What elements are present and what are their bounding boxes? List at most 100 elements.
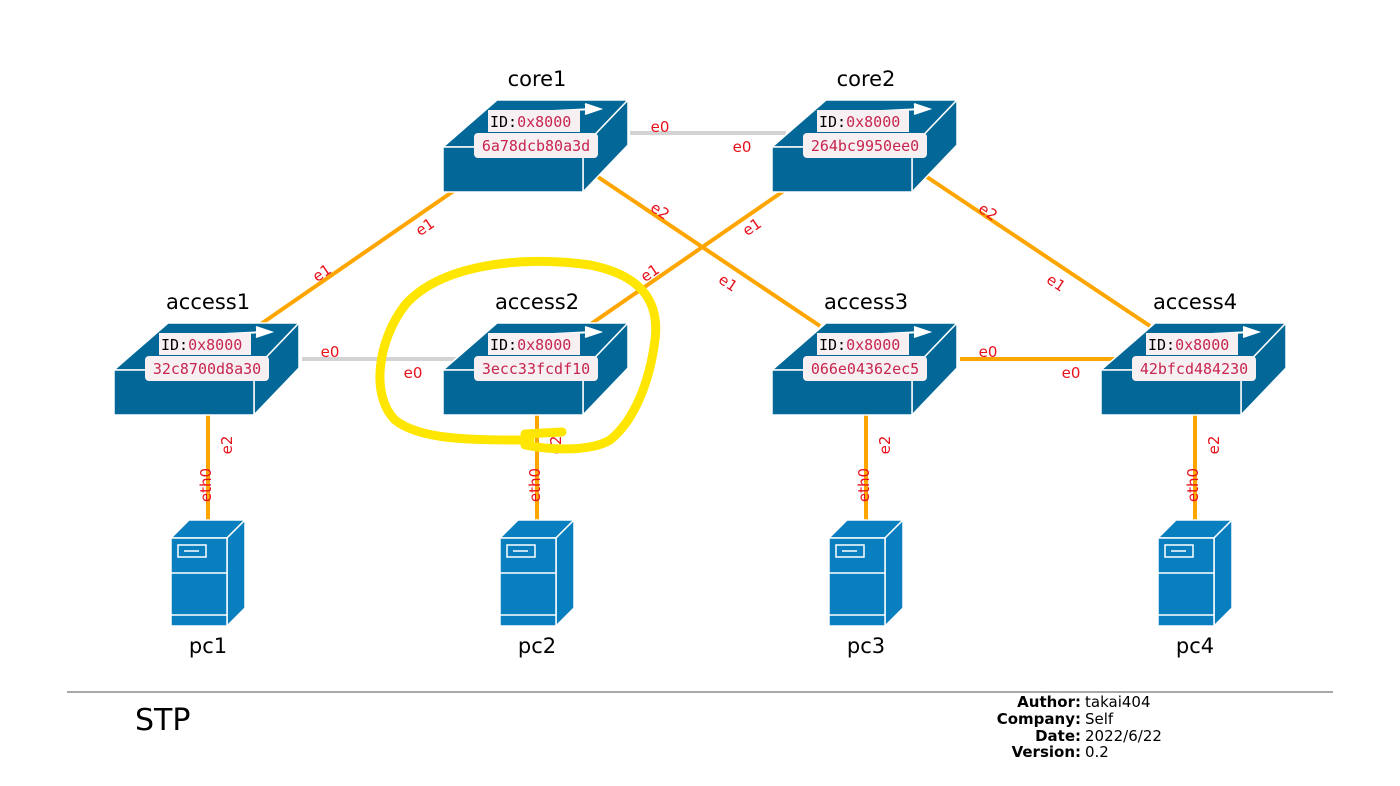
bridge-mac: 066e04362ec5 — [811, 360, 919, 378]
switch-name: access4 — [1153, 290, 1237, 314]
pc-name: pc4 — [1176, 634, 1214, 658]
pc-front — [828, 537, 886, 627]
port-label: e2 — [218, 436, 236, 455]
company-label: Company: — [997, 710, 1081, 728]
switch-name: access2 — [495, 290, 579, 314]
pc-pc3[interactable]: pc3 — [827, 518, 905, 658]
company-value: Self — [1085, 710, 1114, 728]
bridge-priority: 0x8000 — [517, 336, 571, 354]
bridge-mac: 42bfcd484230 — [1140, 360, 1248, 378]
port-label: e2 — [975, 199, 1001, 224]
bridge-id: ID:0x8000 — [819, 113, 900, 131]
pc-side — [1213, 518, 1233, 628]
link-core2-access4 — [925, 175, 1152, 328]
link-core2-access2 — [586, 188, 787, 328]
port-label: e0 — [979, 343, 998, 361]
bridge-id: ID:0x8000 — [1148, 336, 1229, 354]
drive-slot — [835, 544, 865, 558]
bridge-id: ID:0x8000 — [490, 113, 571, 131]
id-prefix: ID: — [490, 113, 517, 131]
switch-access2[interactable]: ID:0x8000 3ecc33fcdf10 access2 — [440, 290, 630, 417]
id-label-bg — [817, 333, 909, 355]
port-label: e0 — [321, 343, 340, 361]
bridge-mac: 32c8700d8a30 — [153, 360, 261, 378]
diagram-title: STP — [135, 703, 190, 738]
switch-access1[interactable]: ID:0x8000 32c8700d8a30 access1 — [111, 290, 301, 417]
port-label: eth0 — [526, 468, 544, 502]
id-label-bg — [1146, 333, 1238, 355]
id-label-bg — [159, 333, 251, 355]
port-label: e0 — [1062, 364, 1081, 382]
version-value: 0.2 — [1085, 743, 1109, 761]
bridge-mac: 6a78dcb80a3d — [482, 137, 590, 155]
switch-access4[interactable]: ID:0x8000 42bfcd484230 access4 — [1098, 290, 1288, 417]
pc-side — [226, 518, 246, 628]
link-core1-access1 — [256, 188, 457, 328]
pc-pc4[interactable]: pc4 — [1156, 518, 1234, 658]
bridge-priority: 0x8000 — [188, 336, 242, 354]
pc-side — [555, 518, 575, 628]
port-label: e1 — [1043, 270, 1069, 295]
links-layer — [206, 131, 1197, 520]
drive-slot — [1164, 544, 1194, 558]
footer-info: Author: takai404 Company: Self Date: 202… — [997, 693, 1162, 761]
highlight-circle — [375, 256, 661, 454]
id-label-bg — [817, 110, 909, 132]
bridge-priority: 0x8000 — [1175, 336, 1229, 354]
date-value: 2022/6/22 — [1085, 727, 1162, 745]
id-prefix: ID: — [161, 336, 188, 354]
id-prefix: ID: — [1148, 336, 1175, 354]
highlight-stroke — [520, 427, 567, 439]
port-labels-layer: e0e0e1e1e2e1e1e1e2e1e0e0e0e0e2eth0e2eth0… — [197, 118, 1223, 502]
pc-name: pc3 — [847, 634, 885, 658]
port-label: eth0 — [197, 468, 215, 502]
switch-access3[interactable]: ID:0x8000 066e04362ec5 access3 — [769, 290, 959, 417]
mac-label-bg — [474, 133, 598, 158]
author-value: takai404 — [1085, 693, 1151, 711]
switch-name: access3 — [824, 290, 908, 314]
id-prefix: ID: — [490, 336, 517, 354]
port-label: eth0 — [855, 468, 873, 502]
mac-label-bg — [145, 356, 269, 381]
port-label: e1 — [309, 260, 335, 285]
port-label: eth0 — [1184, 468, 1202, 502]
pc-pc2[interactable]: pc2 — [498, 518, 576, 658]
port-label: e2 — [647, 198, 673, 223]
pc-front — [170, 537, 228, 627]
drive-slot — [506, 544, 536, 558]
pc-name: pc2 — [518, 634, 556, 658]
port-label: e0 — [404, 364, 423, 382]
link-core1-access3 — [596, 175, 822, 328]
highlight-annotation — [375, 256, 661, 454]
drive-slot — [177, 544, 207, 558]
mac-label-bg — [474, 356, 598, 381]
bridge-id: ID:0x8000 — [819, 336, 900, 354]
mac-label-bg — [1132, 356, 1256, 381]
pc-side — [884, 518, 904, 628]
id-label-bg — [488, 110, 580, 132]
bridge-priority: 0x8000 — [846, 113, 900, 131]
pc-pc1[interactable]: pc1 — [169, 518, 247, 658]
id-prefix: ID: — [819, 113, 846, 131]
bridge-mac: 264bc9950ee0 — [811, 137, 919, 155]
version-label: Version: — [1012, 743, 1081, 761]
port-label: e2 — [876, 436, 894, 455]
port-label: e1 — [637, 260, 663, 285]
date-label: Date: — [1035, 727, 1081, 745]
port-label: e1 — [715, 270, 741, 295]
pc-front — [1157, 537, 1215, 627]
bridge-priority: 0x8000 — [846, 336, 900, 354]
mac-label-bg — [803, 356, 927, 381]
author-label: Author: — [1017, 693, 1081, 711]
pc-front — [499, 537, 557, 627]
bridge-id: ID:0x8000 — [490, 336, 571, 354]
port-label: e0 — [733, 138, 752, 156]
bridge-priority: 0x8000 — [517, 113, 571, 131]
port-label: e0 — [651, 118, 670, 136]
nodes-layer: ID:0x80006a78dcb80a3dcore1ID:0x8000264bc… — [111, 67, 1288, 658]
bridge-mac: 3ecc33fcdf10 — [482, 360, 590, 378]
switch-name: access1 — [166, 290, 250, 314]
